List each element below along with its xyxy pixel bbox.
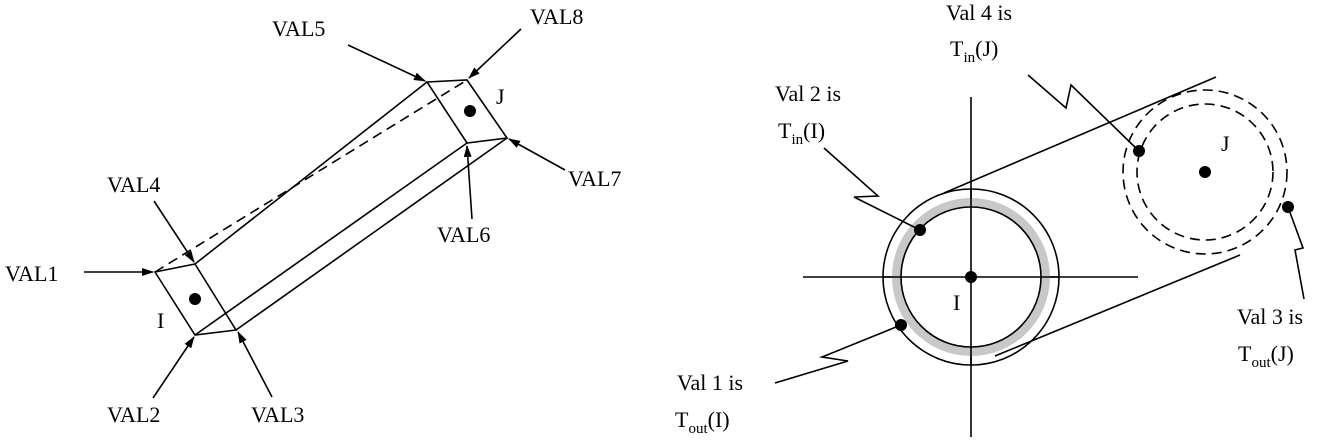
- val3-arrow: [237, 331, 273, 398]
- node-i-center-dot: [965, 271, 977, 283]
- val3-expression: Tout(J): [1238, 341, 1294, 371]
- node-i-center-label: I: [953, 290, 960, 315]
- val1-expression: Tout(I): [675, 407, 730, 437]
- val2-label: VAL2: [107, 402, 160, 427]
- val4-label: VAL4: [107, 172, 160, 197]
- beam-edge-front: [194, 142, 468, 336]
- tangent-line-bottom: [994, 254, 1241, 357]
- tangent-line-top: [943, 76, 1217, 194]
- val2-line1: Val 2 is: [775, 81, 841, 106]
- pipe-section-diagram: I J Val 1 is Tout(I) Val 2 is Tin(I) Val…: [675, 0, 1305, 437]
- val3-leader: [1287, 206, 1305, 300]
- val4-arrow: [153, 200, 195, 263]
- node-j-dot: [464, 105, 476, 117]
- node-i-dot: [189, 293, 201, 305]
- node-i-label: I: [157, 308, 164, 333]
- val4-callout: Val 4 is Tin(J): [946, 0, 1012, 66]
- val8-label: VAL8: [530, 4, 583, 29]
- val6-label: VAL6: [437, 222, 490, 247]
- val3-line1: Val 3 is: [1237, 304, 1303, 329]
- beam-element-diagram: I J VAL1 VAL2 VAL3 VAL4 VAL5 VAL6 VAL7 V…: [5, 4, 621, 427]
- val2-leader: [823, 147, 921, 231]
- val4-expression: Tin(J): [950, 36, 998, 66]
- node-j-center-dot: [1199, 166, 1211, 178]
- j-outer-dashed-circle: [1122, 89, 1288, 255]
- beam-edge-hidden: [154, 79, 468, 273]
- val3-callout: Val 3 is Tout(J): [1237, 304, 1303, 371]
- j-inner-dashed-circle: [1136, 103, 1274, 241]
- val7-arrow: [508, 138, 566, 171]
- val2-arrow: [152, 336, 195, 399]
- node-j-label: J: [496, 84, 505, 109]
- val1-label: VAL1: [5, 261, 58, 286]
- val2-expression: Tin(I): [778, 118, 825, 148]
- beam-edge-bottom: [235, 137, 508, 331]
- val5-label: VAL5: [272, 16, 325, 41]
- val8-arrow: [468, 28, 522, 79]
- val4-leader: [1027, 74, 1140, 152]
- val1-line1: Val 1 is: [677, 370, 743, 395]
- node-j-center-label: J: [1221, 131, 1230, 156]
- val4-line1: Val 4 is: [946, 0, 1012, 25]
- val1-leader: [774, 324, 902, 384]
- val2-callout: Val 2 is Tin(I): [775, 81, 841, 148]
- val5-arrow: [347, 44, 426, 82]
- val1-callout: Val 1 is Tout(I): [675, 370, 743, 437]
- val7-label: VAL7: [568, 166, 621, 191]
- beam-edge-top: [194, 81, 428, 265]
- val6-arrow: [463, 145, 473, 220]
- val3-label: VAL3: [251, 402, 304, 427]
